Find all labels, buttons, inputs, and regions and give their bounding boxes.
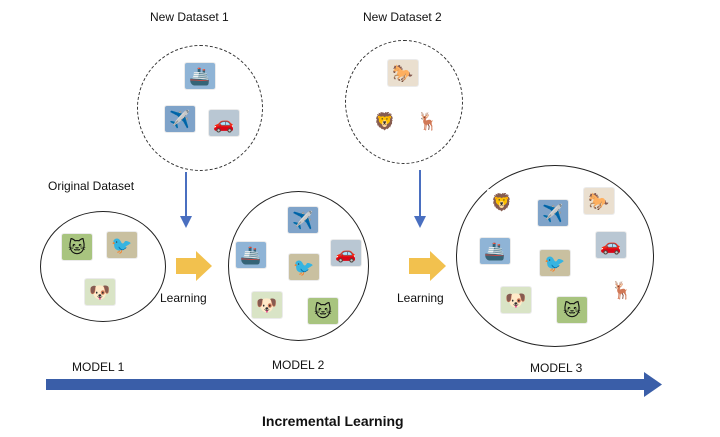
- cat-icon: 🐱: [308, 298, 338, 324]
- incremental-learning-title: Incremental Learning: [262, 413, 404, 429]
- bird-icon: 🐦: [107, 232, 137, 258]
- dog-icon: 🐶: [85, 279, 115, 305]
- learning-arrow-2: [409, 251, 446, 281]
- model-2-label: MODEL 2: [272, 358, 325, 372]
- model-3-label: MODEL 3: [530, 361, 583, 375]
- learning-label-1: Learning: [160, 291, 207, 305]
- car-icon: 🚗: [209, 110, 239, 136]
- cat-icon: 🐱: [557, 297, 587, 323]
- dog-icon: 🐶: [501, 287, 531, 313]
- model-1-circle: [40, 211, 166, 322]
- original-dataset-label: Original Dataset: [48, 179, 135, 193]
- car-icon: 🚗: [596, 232, 626, 258]
- plane-icon: ✈️: [538, 200, 568, 226]
- down-arrow-1: [180, 172, 192, 228]
- lion-icon: 🦁: [370, 108, 400, 134]
- new-dataset-1-circle: [137, 45, 263, 171]
- lion-icon: 🦁: [487, 189, 517, 215]
- deer-icon: 🦌: [607, 277, 637, 303]
- plane-icon: ✈️: [165, 106, 195, 132]
- ship-icon: 🚢: [480, 238, 510, 264]
- model-3-circle: [456, 165, 654, 347]
- down-arrow-2: [414, 170, 426, 228]
- timeline-arrow: [46, 372, 662, 397]
- learning-arrow-1: [176, 251, 212, 281]
- new-dataset-2-circle: [345, 40, 463, 164]
- horse-icon: 🐎: [584, 188, 614, 214]
- model-2-circle: [228, 191, 369, 341]
- dog-icon: 🐶: [252, 292, 282, 318]
- ship-icon: 🚢: [236, 242, 266, 268]
- model-1-label: MODEL 1: [72, 360, 125, 374]
- new-dataset-1-label: New Dataset 1: [150, 10, 229, 24]
- cat-icon: 🐱: [62, 234, 92, 260]
- ship-icon: 🚢: [185, 63, 215, 89]
- deer-icon: 🦌: [413, 108, 443, 134]
- new-dataset-2-label: New Dataset 2: [363, 10, 442, 24]
- horse-icon: 🐎: [388, 60, 418, 86]
- bird-icon: 🐦: [540, 250, 570, 276]
- bird-icon: 🐦: [289, 254, 319, 280]
- car-icon: 🚗: [331, 240, 361, 266]
- learning-label-2: Learning: [397, 291, 444, 305]
- plane-icon: ✈️: [288, 207, 318, 233]
